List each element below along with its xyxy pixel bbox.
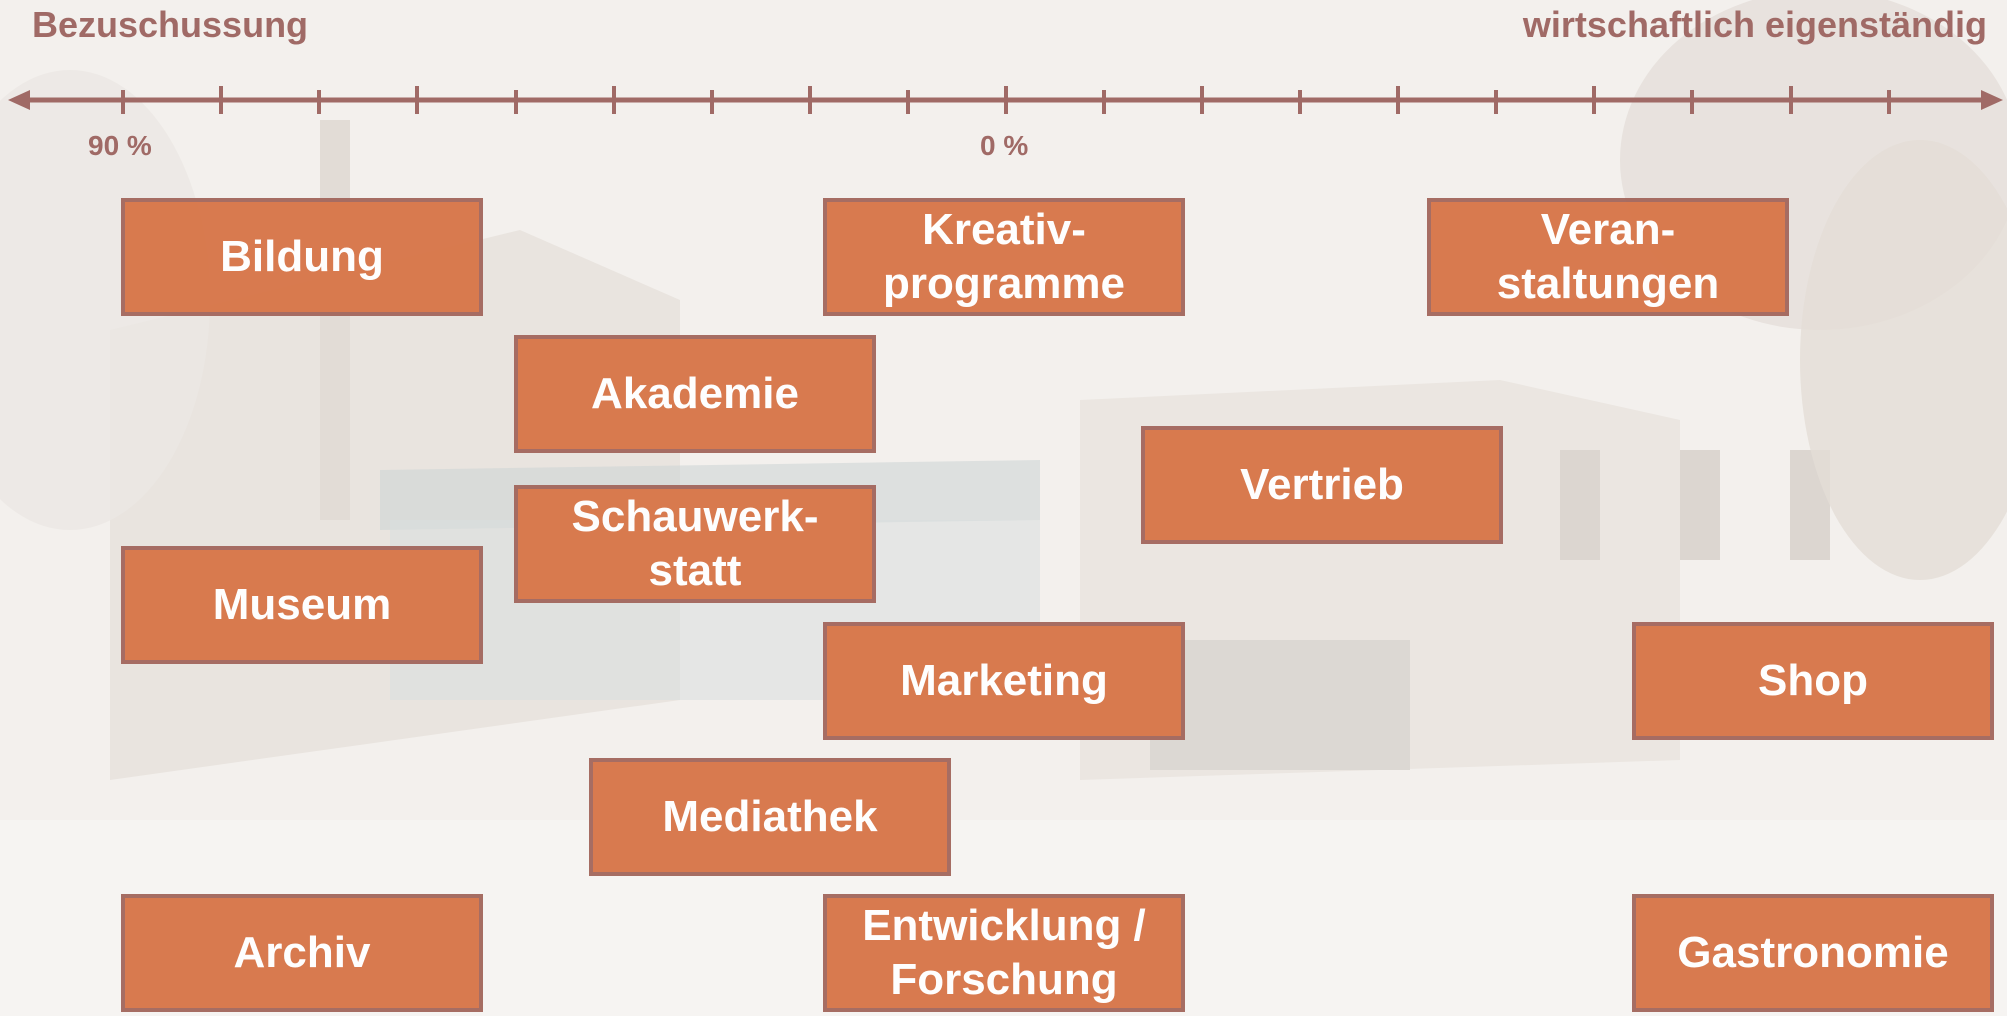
box-mediathek: Mediathek <box>589 758 951 876</box>
tick-label-0-percent: 0 % <box>980 130 1029 161</box>
axis-left-label: Bezuschussung <box>32 4 309 45</box>
subsidy-axis <box>8 86 2003 114</box>
box-marketing: Marketing <box>823 622 1185 740</box>
box-veranstaltungen: Veran- staltungen <box>1427 198 1789 316</box>
box-museum: Museum <box>121 546 483 664</box>
box-entwicklung-forschung: Entwicklung / Forschung <box>823 894 1185 1012</box>
box-schauwerkstatt: Schauwerk- statt <box>514 485 876 603</box>
axis-right-label: wirtschaftlich eigenständig <box>1522 4 1987 45</box>
box-archiv: Archiv <box>121 894 483 1012</box>
box-kreativprogramme: Kreativ- programme <box>823 198 1185 316</box>
tick-label-90-percent: 90 % <box>88 130 152 161</box>
box-shop: Shop <box>1632 622 1994 740</box>
box-bildung: Bildung <box>121 198 483 316</box>
box-vertrieb: Vertrieb <box>1141 426 1503 544</box>
box-gastronomie: Gastronomie <box>1632 894 1994 1012</box>
box-akademie: Akademie <box>514 335 876 453</box>
